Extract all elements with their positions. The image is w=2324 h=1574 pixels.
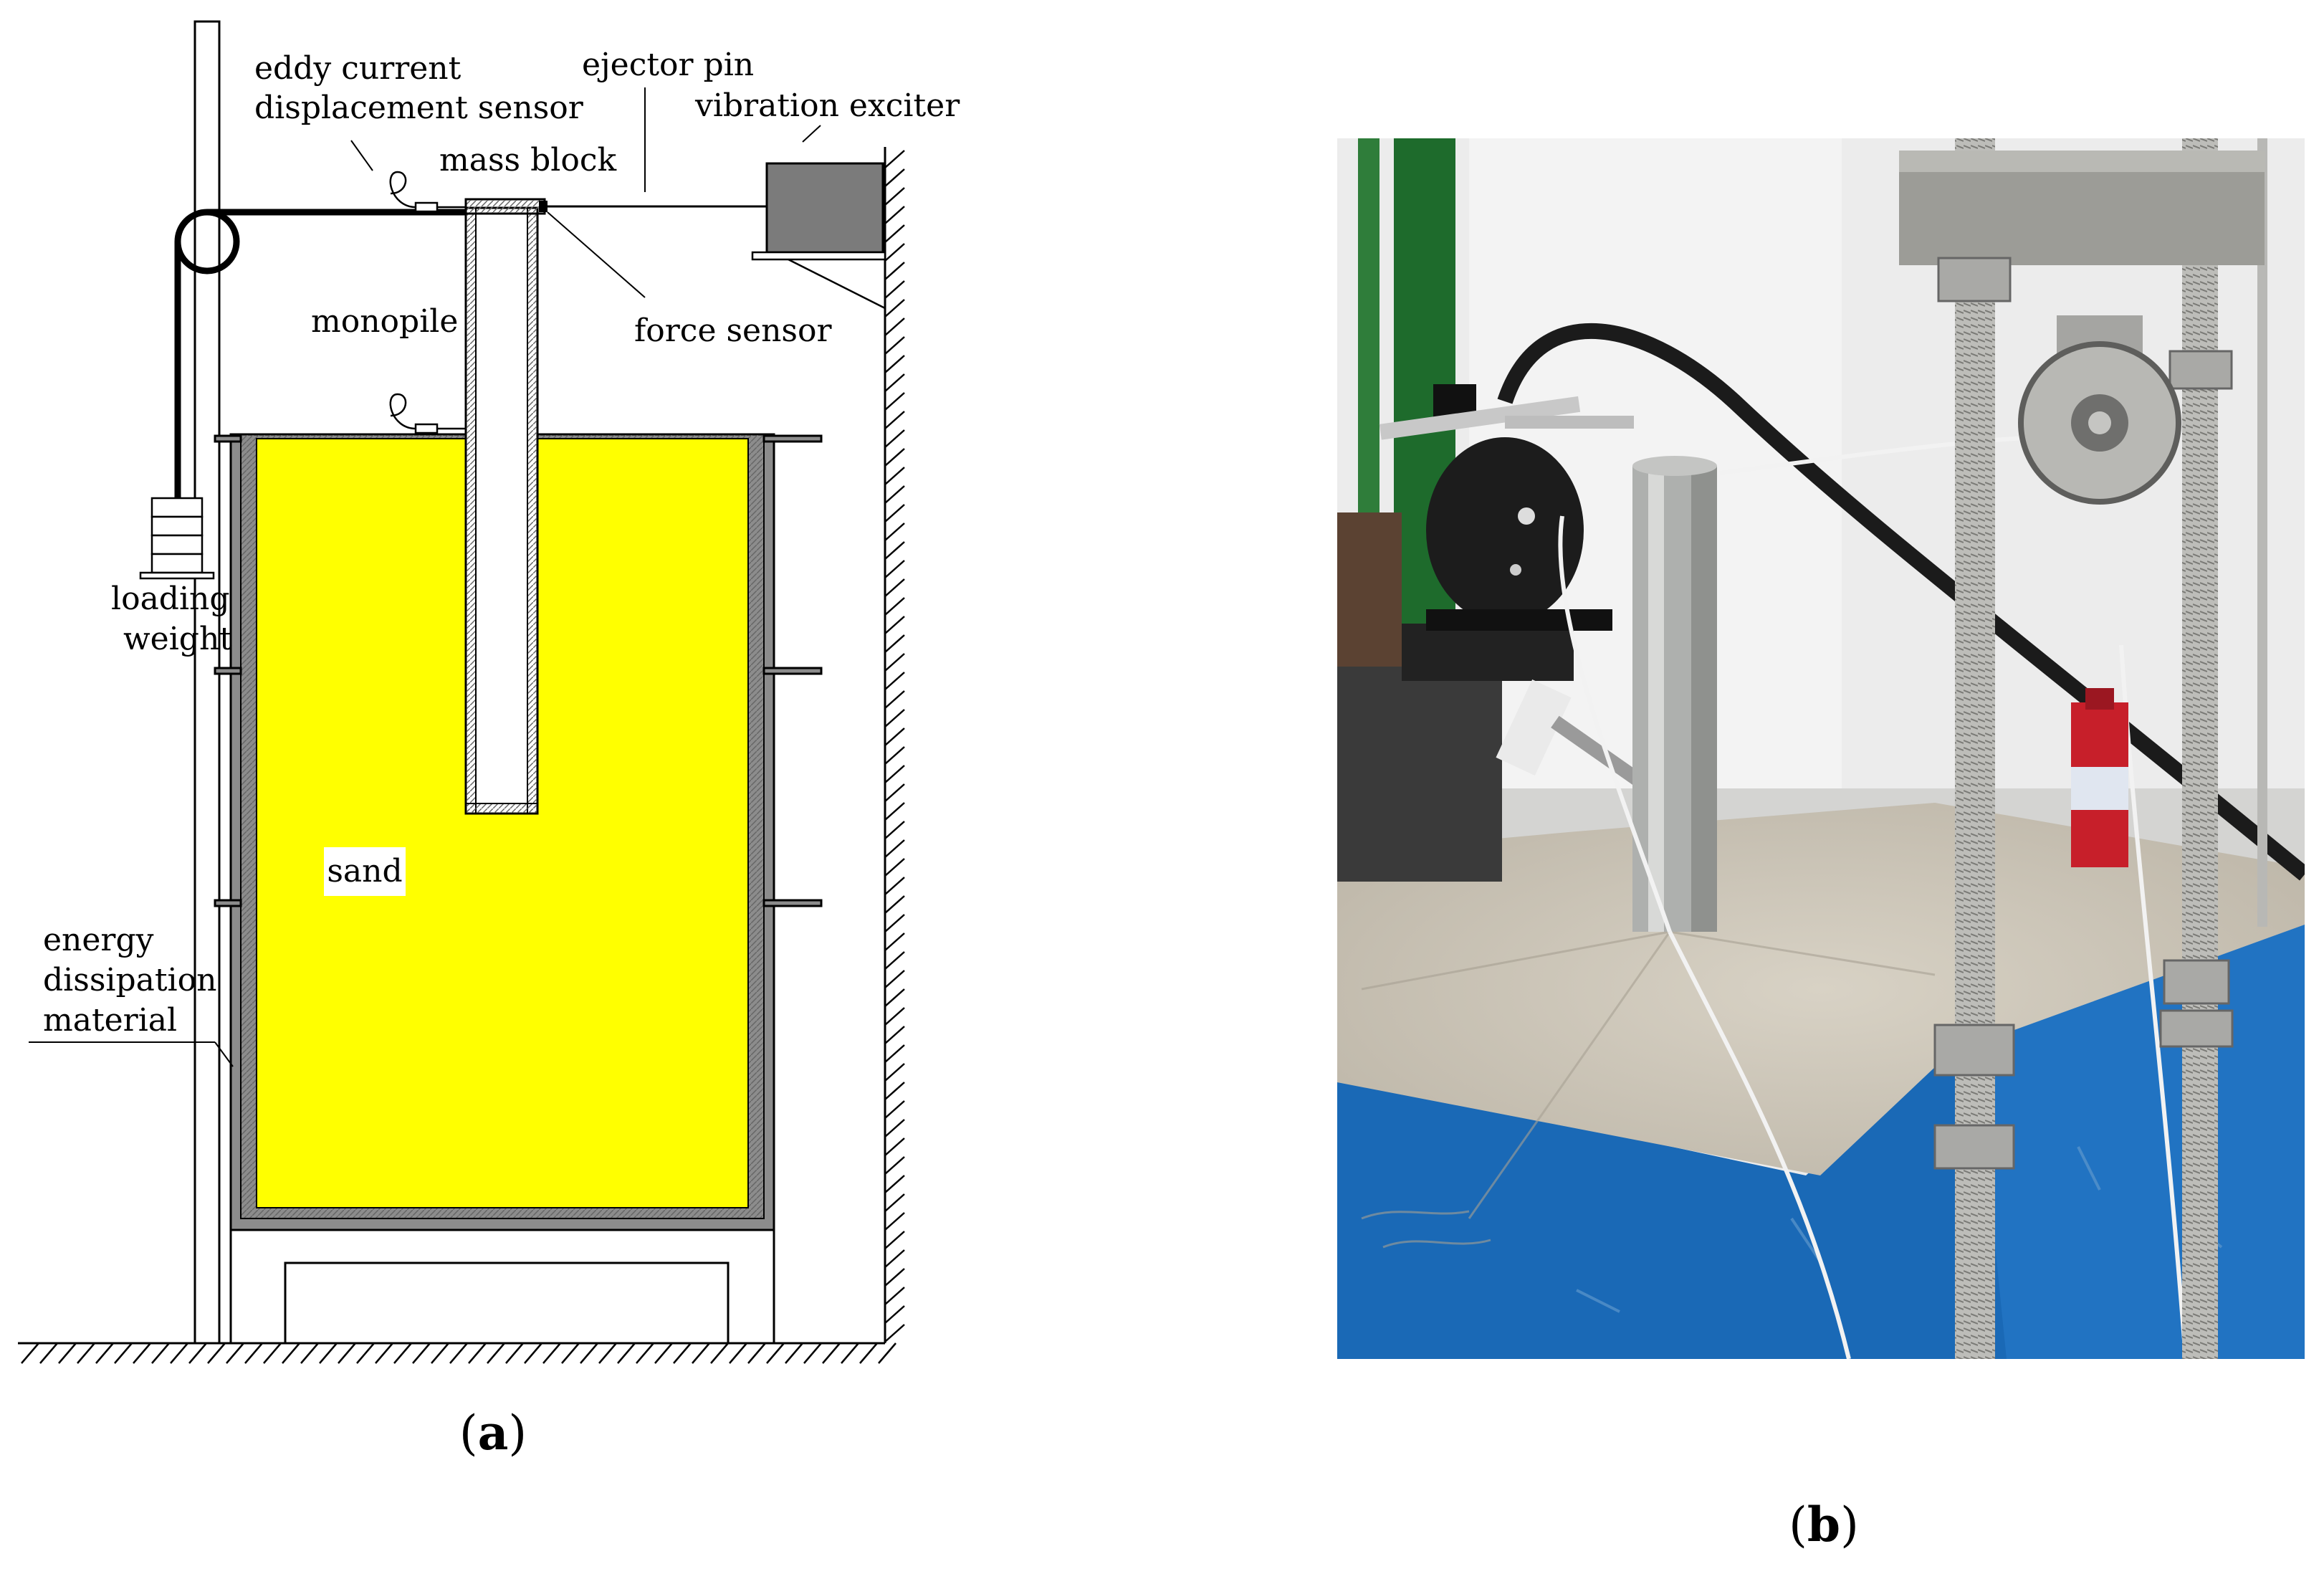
loading-weight-shape — [139, 497, 215, 580]
vibration-exciter-shape — [751, 162, 886, 310]
mass-block-shape — [464, 198, 546, 215]
svg-text:sand: sand — [327, 853, 402, 889]
leader-lines — [29, 87, 821, 1067]
sand-label: sand — [324, 847, 406, 896]
panel-a-schematic: eddy current displacement sensor ejector… — [18, 20, 960, 1461]
container — [229, 433, 775, 1231]
support-frame — [193, 20, 221, 1345]
label-eddy-current: eddy current — [254, 50, 462, 87]
sand-surface — [1337, 803, 2305, 1175]
label-monopile: monopile — [311, 303, 458, 340]
caption-a: (a) — [459, 1405, 527, 1461]
force-sensor-shape — [539, 201, 547, 212]
label-energy: energy — [43, 922, 154, 958]
label-displacement-sensor: displacement sensor — [254, 90, 584, 126]
photo-nuts — [1933, 257, 2234, 1170]
photo-pulley — [2018, 315, 2181, 505]
label-weight: weight — [123, 621, 232, 657]
foundation-base — [229, 1228, 775, 1345]
photo-monopile — [1632, 456, 1717, 932]
labels-a: eddy current displacement sensor ejector… — [43, 47, 960, 1039]
photo-rod-right — [2182, 138, 2218, 1359]
eddy-sensors — [389, 171, 466, 434]
label-dissipation: dissipation — [43, 962, 216, 998]
panel-b-photo: (b) — [1337, 138, 2305, 1552]
right-wall — [884, 147, 905, 1343]
label-ejector-pin: ejector pin — [582, 47, 754, 83]
label-loading: loading — [111, 581, 230, 617]
monopile-shape — [464, 206, 539, 815]
label-vibration-exciter: vibration exciter — [694, 87, 960, 124]
ground — [18, 1342, 896, 1364]
photo-rod-left — [1955, 138, 1995, 1359]
label-force-sensor: force sensor — [634, 313, 833, 349]
label-mass-block: mass block — [439, 142, 616, 178]
container-flanges — [214, 434, 823, 907]
caption-b: (b) — [1789, 1497, 1859, 1552]
photo-red-jack — [2071, 688, 2128, 867]
label-material: material — [43, 1002, 177, 1039]
